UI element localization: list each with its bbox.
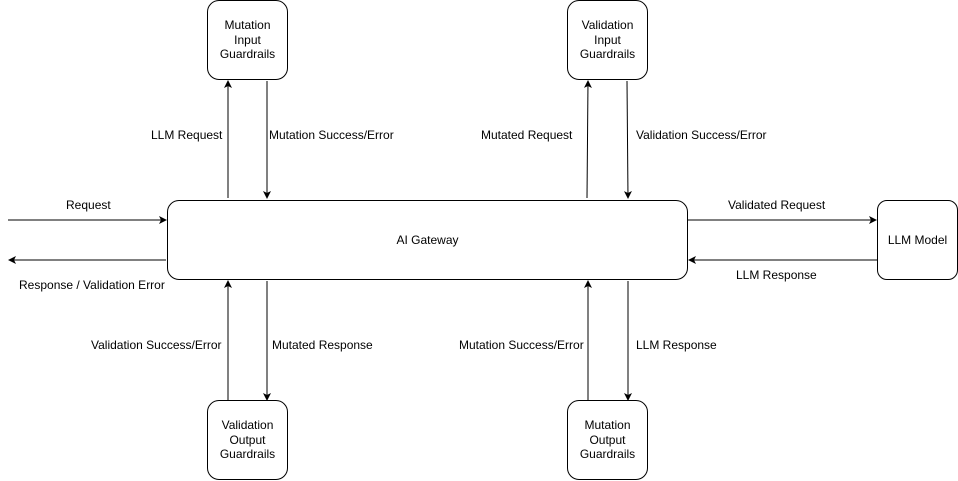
label-request: Request: [65, 198, 112, 212]
validation-input-guardrails-node: Validation Input Guardrails: [567, 0, 648, 80]
label-mutation-success-error-top: Mutation Success/Error: [268, 128, 395, 142]
label-mutated-response: Mutated Response: [271, 338, 374, 352]
validation-output-guardrails-label: Validation Output Guardrails: [219, 418, 276, 462]
mutation-output-guardrails-label: Mutation Output Guardrails: [579, 418, 636, 462]
label-llm-response-bottom: LLM Response: [635, 338, 718, 352]
label-validated-request: Validated Request: [727, 198, 827, 212]
label-response-validation-error: Response / Validation Error: [18, 278, 166, 292]
arrow-validation-result-top: [623, 80, 632, 199]
ai-gateway-node: AI Gateway: [167, 200, 688, 280]
llm-model-label: LLM Model: [887, 232, 948, 247]
label-mutated-request: Mutated Request: [480, 128, 574, 142]
label-mutation-success-error-bottom: Mutation Success/Error: [458, 338, 585, 352]
arrow-mutated-request: [583, 80, 592, 199]
mutation-input-guardrails-label: Mutation Input Guardrails: [219, 18, 276, 62]
label-validation-success-error-top: Validation Success/Error: [635, 128, 768, 142]
validation-output-guardrails-node: Validation Output Guardrails: [207, 400, 288, 480]
label-llm-response-right: LLM Response: [735, 268, 818, 282]
validation-input-guardrails-label: Validation Input Guardrails: [579, 18, 636, 62]
label-validation-success-error-bottom: Validation Success/Error: [90, 338, 223, 352]
mutation-output-guardrails-node: Mutation Output Guardrails: [567, 400, 648, 480]
label-llm-request: LLM Request: [150, 128, 224, 142]
ai-gateway-label: AI Gateway: [396, 232, 459, 247]
mutation-input-guardrails-node: Mutation Input Guardrails: [207, 0, 288, 80]
llm-model-node: LLM Model: [877, 200, 958, 280]
